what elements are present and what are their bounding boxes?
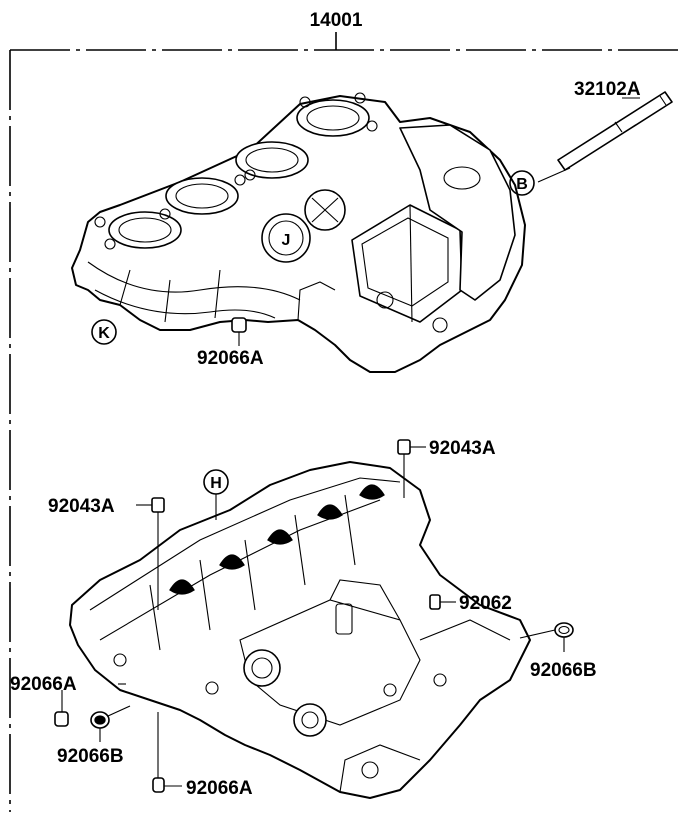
callout-92066A-bottom: 92066A (186, 778, 253, 799)
assembly-number: 14001 (310, 10, 363, 31)
callout-92066A-left: 92066A (10, 674, 77, 695)
plug-92066B-right (554, 622, 574, 638)
svg-text:K: K (98, 325, 110, 342)
marker-k: K (91, 319, 117, 345)
callout-92062: 92062 (459, 593, 512, 614)
callout-92066B-right: 92066B (530, 660, 597, 681)
b-leader (537, 167, 571, 183)
svg-text:B: B (516, 176, 528, 193)
marker-j: J (282, 232, 291, 249)
marker-b: B (509, 170, 535, 196)
plug-92043A-right (397, 439, 411, 455)
callout-92066B-left: 92066B (57, 746, 124, 767)
dowel-92066A-bottom (152, 777, 165, 793)
assembly-bracket (9, 32, 684, 812)
callout-32102A: 32102A (574, 79, 641, 100)
callout-92043A-right: 92043A (429, 438, 496, 459)
bolt-bosses (94, 92, 378, 250)
svg-text:H: H (210, 475, 222, 492)
marker-h: H (203, 469, 229, 495)
lower-crankcase (69, 461, 531, 799)
plug-92043A-left (151, 497, 165, 513)
cylinder-bores (108, 99, 370, 249)
callout-92066A-upper: 92066A (197, 348, 264, 369)
upper-crankcase (71, 92, 526, 373)
callout-92043A-left: 92043A (48, 496, 115, 517)
plug-92062 (429, 594, 441, 610)
plug-92066B-left-line (107, 705, 131, 717)
dowel-upper (231, 317, 247, 333)
dowel-92066A-left (54, 711, 69, 727)
svg-text:J: J (282, 232, 291, 249)
plug-92066B-left (90, 711, 110, 729)
shaft-32102A (557, 91, 673, 171)
plug-92066B-right-line (519, 629, 556, 639)
